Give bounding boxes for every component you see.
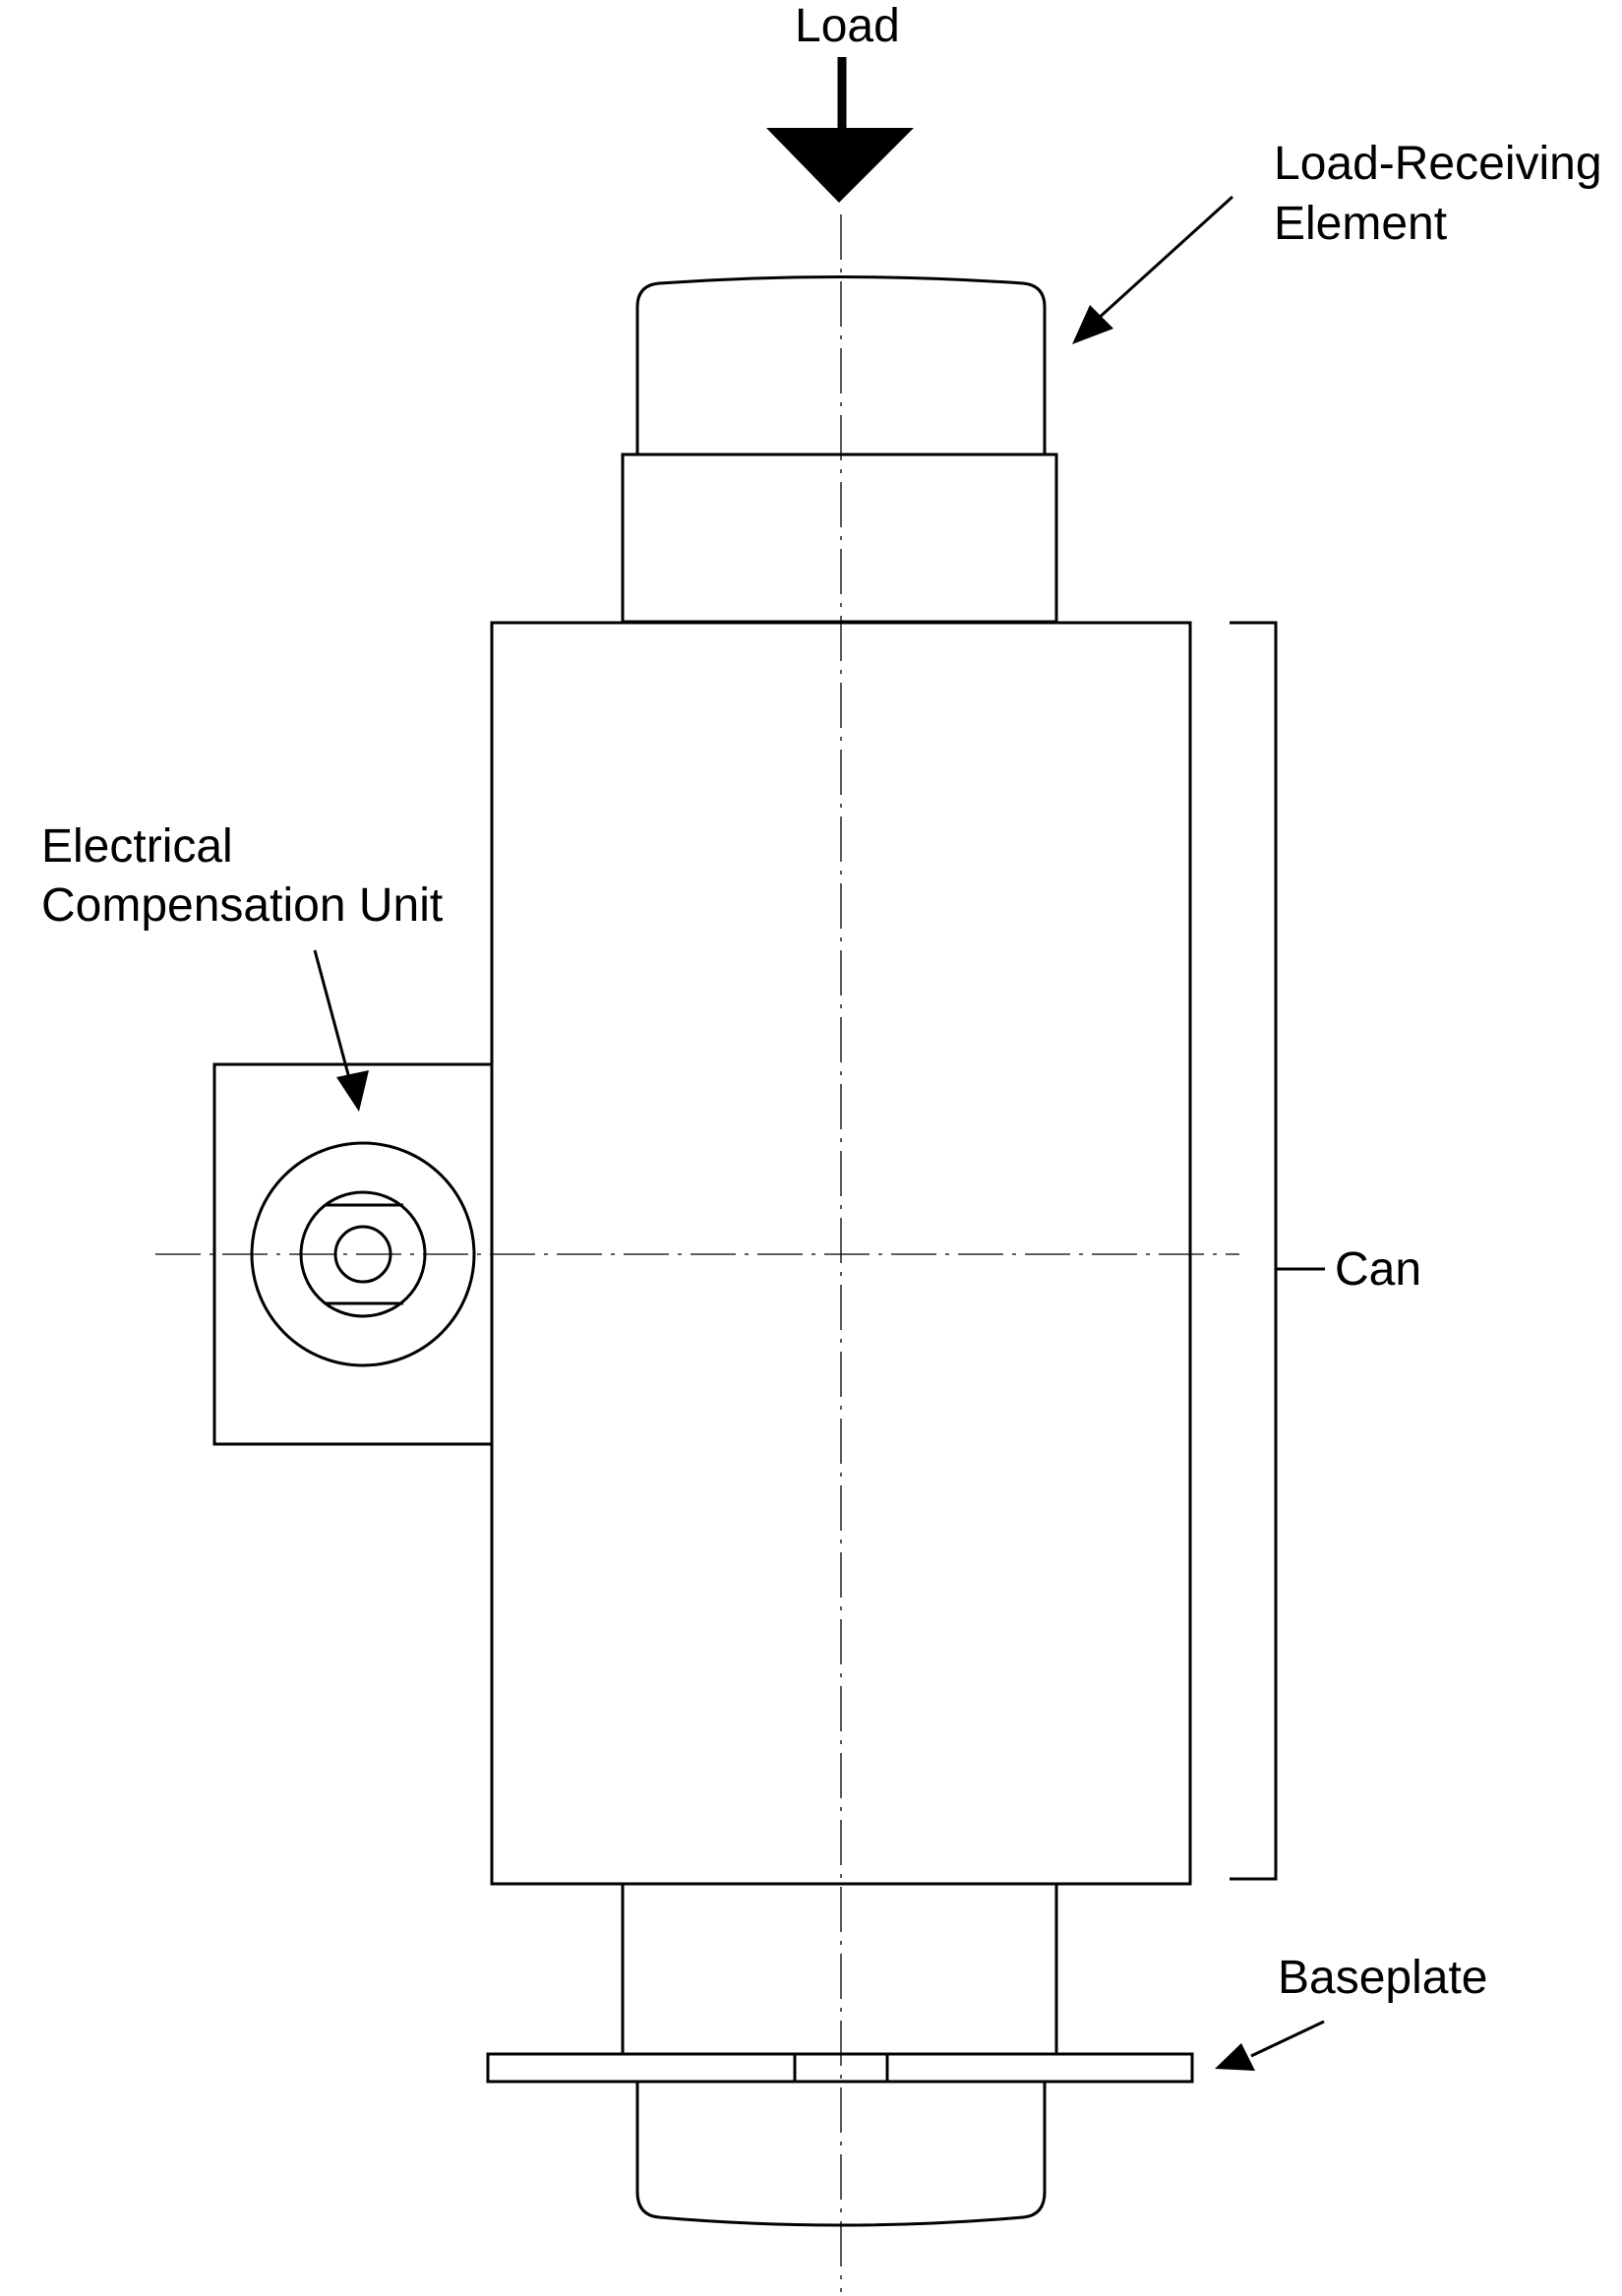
load-receiving-label-line1: Load-Receiving	[1274, 138, 1602, 190]
bottom-cap	[635, 2074, 1047, 2227]
load-receiving-leader-arrow	[1072, 195, 1234, 344]
compensation-unit-leader-arrow	[313, 949, 369, 1112]
load-arrow	[766, 57, 914, 203]
compensation-unit-label-line2: Compensation Unit	[41, 879, 443, 932]
can-bracket	[1230, 621, 1278, 1881]
upper-collar	[621, 453, 1058, 624]
baseplate	[486, 2052, 1194, 2084]
can-label: Can	[1335, 1243, 1421, 1296]
baseplate-label: Baseplate	[1278, 1952, 1488, 2004]
load-label: Load	[795, 0, 900, 52]
lower-collar	[621, 1882, 1058, 2056]
load-receiving-label-line2: Element	[1274, 198, 1447, 250]
baseplate-leader-arrow	[1215, 2020, 1325, 2071]
compensation-unit-label-line1: Electrical	[41, 820, 233, 873]
